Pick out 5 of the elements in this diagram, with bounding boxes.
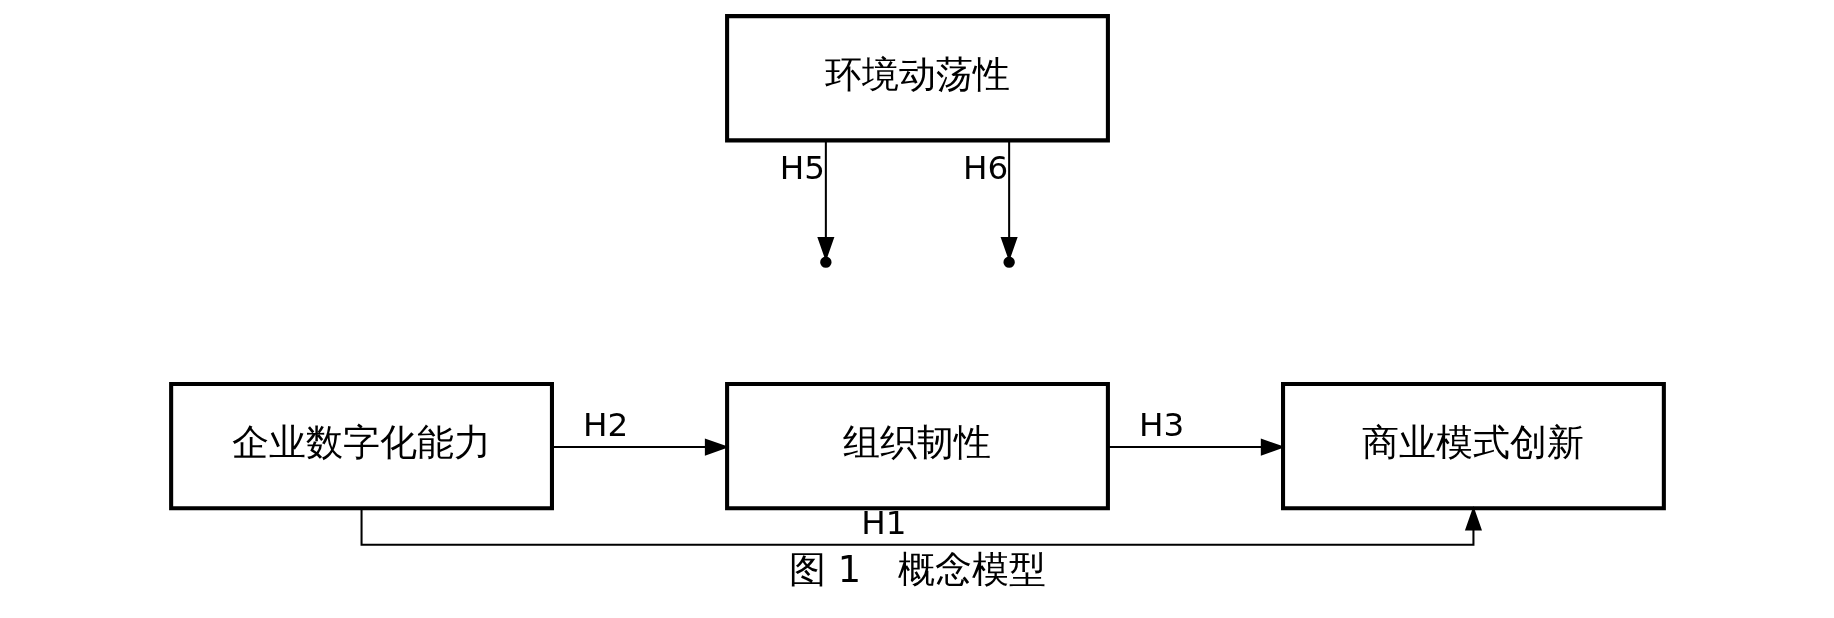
edge-label: H2 — [582, 406, 628, 445]
caption: 图 1 概念模型 — [788, 548, 1046, 592]
edge-label: H3 — [1138, 406, 1184, 445]
edge-label: H5 — [779, 148, 825, 187]
edge-label: H6 — [962, 148, 1008, 187]
